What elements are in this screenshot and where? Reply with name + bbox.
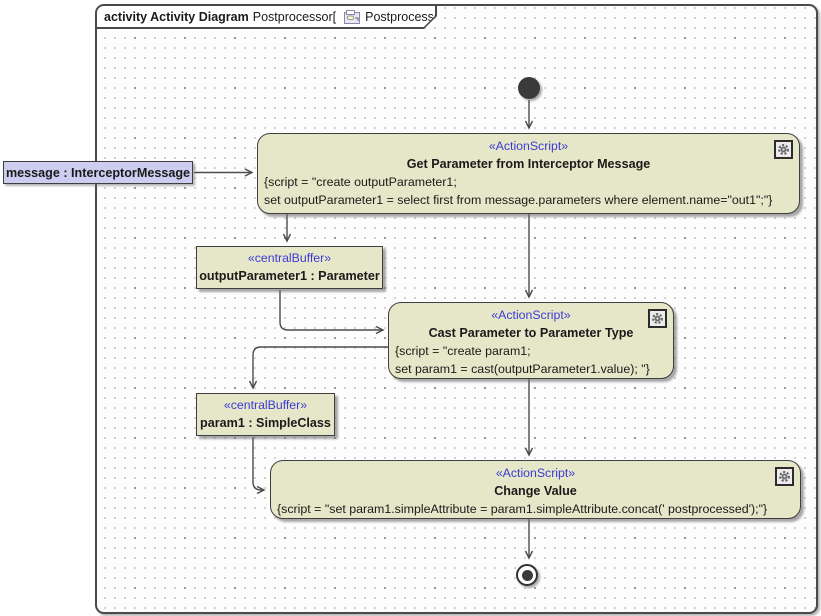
object-node-message-label: message : InterceptorMessage [5,165,191,180]
action-script-line: set param1 = cast(outputParameter1.value… [395,362,650,376]
activity-final-node-dot [521,569,533,581]
gear-icon [648,309,667,328]
gear-icon [775,467,794,486]
central-buffer-param1[interactable]: «centralBuffer» param1 : SimpleClass [196,393,335,436]
action-title: Cast Parameter to Parameter Type [428,326,634,340]
action-node-cast-parameter[interactable]: «ActionScript» Cast Parameter to Paramet… [388,302,674,379]
action-title: Get Parameter from Interceptor Message [406,157,651,171]
buffer-title: param1 : SimpleClass [200,416,331,430]
action-title: Change Value [494,484,577,498]
activity-diagram-icon [344,10,361,24]
stereotype-label: «ActionScript» [491,308,571,322]
frame-diagram-name: Postprocessor[ [252,9,337,24]
action-script-line: {script = "create param1; [395,344,531,358]
frame-context-name: Postprocessor ] [365,9,452,24]
action-script-line: set outputParameter1 = select first from… [264,193,773,207]
action-script-line: {script = "set param1.simpleAttribute = … [277,502,768,516]
object-node-message[interactable]: message : InterceptorMessage [3,161,193,184]
gear-icon [774,140,793,159]
activity-final-node[interactable] [516,564,538,586]
stereotype-label: «centralBuffer» [223,398,308,412]
central-buffer-output-parameter[interactable]: «centralBuffer» outputParameter1 : Param… [196,246,383,289]
initial-node[interactable] [518,77,540,99]
action-script-line: {script = "create outputParameter1; [264,175,457,189]
frame-kind-label: activity Activity Diagram [104,9,249,24]
stereotype-label: «ActionScript» [495,466,576,480]
stereotype-label: «ActionScript» [488,139,569,153]
frame-label-pentagon[interactable]: activity Activity Diagram Postprocessor[… [97,6,437,29]
stereotype-label: «centralBuffer» [247,251,332,265]
action-node-change-value[interactable]: «ActionScript» Change Value {script = "s… [270,460,801,519]
buffer-title: outputParameter1 : Parameter [199,269,380,283]
action-node-get-parameter[interactable]: «ActionScript» Get Parameter from Interc… [257,133,800,214]
